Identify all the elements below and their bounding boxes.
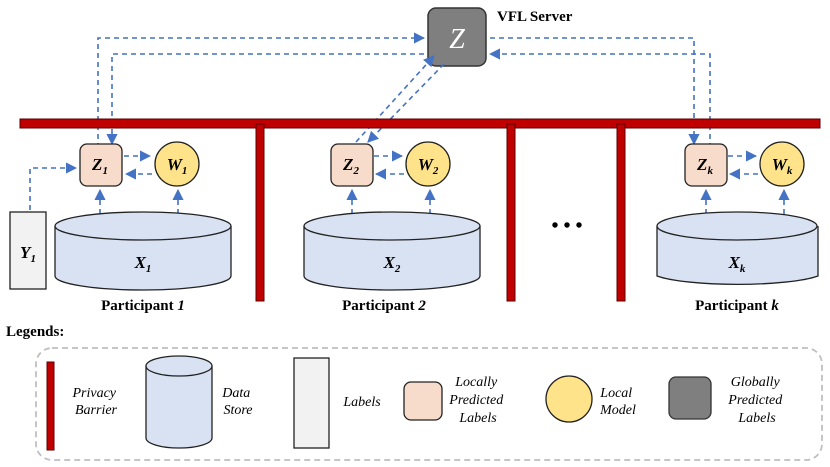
data-store-x1 [54, 211, 232, 291]
participant-k-name: Participant [695, 298, 771, 314]
participant-2-name: Participant [342, 298, 418, 314]
participant-k-index: k [771, 298, 779, 314]
participant-1-index: 1 [177, 298, 185, 314]
barrier-horizontal [19, 118, 821, 129]
legend-title: Legends: [6, 324, 64, 340]
data-flow-arrows [29, 32, 790, 214]
w1-symbol: W [167, 155, 184, 174]
w1-subscript: 1 [182, 165, 188, 177]
svg-text:Participant 1: Participant 1 [101, 298, 185, 314]
arrow-zk-to-server [488, 48, 711, 148]
legend-global-pred-line-3: Labels [737, 411, 776, 426]
arrow-server-to-z1 [106, 53, 424, 146]
w2-symbol: W [418, 155, 435, 174]
legend-barrier-swatch [46, 361, 55, 451]
arrow-z1-to-server [97, 32, 426, 148]
legend-data-store-line-2: Store [223, 403, 252, 418]
z1-subscript: 1 [102, 165, 108, 177]
participant-2-index: 2 [417, 298, 426, 314]
labels-box-y1 [9, 211, 47, 290]
local-pred-z2 [330, 143, 374, 187]
legend-barrier-line-1: Privacy [71, 386, 116, 401]
svg-text:Privacy Barrier: Privacy Barrier [71, 386, 119, 418]
svg-text:Z1: Z1 [91, 155, 108, 177]
svg-text:Participant 2: Participant 2 [342, 298, 426, 314]
svg-text:Locally Predicted: Locally Predicted Labels [448, 375, 506, 426]
arrow-server-to-zk [490, 37, 700, 146]
svg-text:Data Store: Data Store [221, 386, 254, 418]
participant-1-name: Participant [101, 298, 177, 314]
data-store-xk [656, 211, 819, 285]
svg-text:X1: X1 [134, 253, 152, 275]
svg-text:Local Model: Local Model [599, 386, 636, 418]
legend-labels-text: Labels [342, 395, 381, 410]
x2-symbol: X [383, 253, 396, 272]
legend-local-pred-line-1: Locally [454, 375, 498, 390]
z2-subscript: 2 [352, 165, 359, 177]
zk-symbol: Z [696, 155, 707, 174]
legend-labels-swatch [293, 357, 330, 449]
legend-global-pred-swatch [668, 376, 712, 420]
z2-symbol: Z [342, 155, 353, 174]
legend-barrier-line-2: Barrier [75, 403, 118, 418]
svg-text:W1: W1 [167, 155, 188, 177]
barrier-post-2 [506, 123, 516, 302]
participant-1: Y1 Z1 W1 X1 Participant 1 [9, 141, 232, 314]
participant-k: Zk Wk Xk Participant k [656, 141, 819, 314]
svg-text:Z2: Z2 [342, 155, 359, 177]
legend-frame [35, 347, 823, 461]
legend-data-store-swatch [145, 355, 213, 449]
legend-local-model-line-1: Local [599, 386, 632, 401]
local-pred-z1 [79, 143, 123, 187]
privacy-barrier [19, 118, 821, 302]
w2-subscript: 2 [432, 165, 439, 177]
svg-text:Globally Predicted: Globally Predicted Labels [727, 375, 785, 426]
y1-symbol: Y [20, 243, 32, 262]
server-symbol: Z [449, 24, 465, 55]
z1-symbol: Z [91, 155, 102, 174]
legend-data-store-line-1: Data [221, 386, 250, 401]
svg-text:Participant k: Participant k [695, 298, 779, 314]
local-model-w2 [405, 141, 451, 187]
arrow-z2-to-server [355, 55, 435, 143]
xk-subscript: k [740, 263, 746, 275]
svg-text:Zk: Zk [696, 155, 713, 177]
svg-text:W2: W2 [418, 155, 439, 177]
local-model-wk [759, 141, 805, 187]
legend: Privacy Barrier Data Store Labels Locall… [35, 347, 823, 461]
data-store-x2 [303, 211, 481, 291]
svg-text:X2: X2 [383, 253, 401, 275]
x1-subscript: 1 [146, 263, 152, 275]
xk-symbol: X [728, 253, 741, 272]
server-label: VFL Server [497, 9, 573, 25]
zk-subscript: k [707, 165, 713, 177]
legend-local-model-swatch [545, 375, 593, 423]
legend-local-pred-swatch [403, 381, 443, 421]
y1-subscript: 1 [30, 253, 36, 265]
wk-subscript: k [787, 165, 793, 177]
svg-text:Y1: Y1 [20, 243, 36, 265]
globally-predicted-labels-box [427, 7, 487, 67]
svg-text:Wk: Wk [772, 155, 793, 177]
vfl-server: Z VFL Server [427, 7, 573, 67]
more-participants-ellipsis: • • • [551, 215, 582, 237]
legend-local-pred-line-3: Labels [458, 411, 497, 426]
local-pred-zk [684, 143, 728, 187]
local-model-w1 [154, 141, 200, 187]
barrier-post-1 [255, 123, 265, 302]
svg-text:Xk: Xk [728, 253, 746, 275]
legend-local-model-line-2: Model [599, 403, 636, 418]
legend-local-pred-line-2: Predicted [448, 393, 504, 408]
arrow-y1-to-z1 [29, 162, 78, 210]
barrier-post-3 [616, 123, 626, 302]
x1-symbol: X [134, 253, 147, 272]
participant-2: Z2 W2 X2 Participant 2 [303, 141, 481, 314]
arrow-server-to-z2 [367, 63, 445, 143]
legend-global-pred-line-1: Globally [731, 375, 781, 390]
wk-symbol: W [772, 155, 789, 174]
legend-global-pred-line-2: Predicted [727, 393, 783, 408]
x2-subscript: 2 [394, 263, 401, 275]
